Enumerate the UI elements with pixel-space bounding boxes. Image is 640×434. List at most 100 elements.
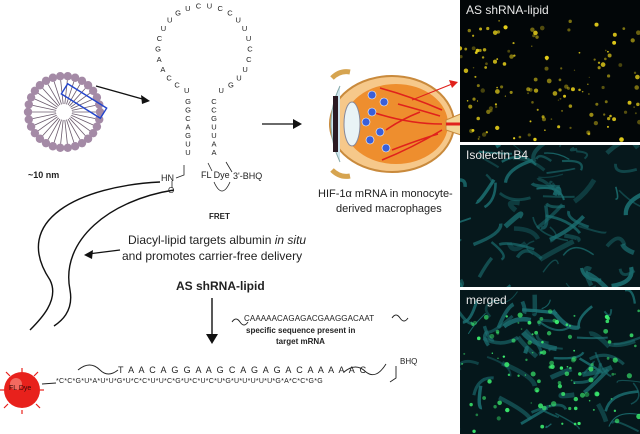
merged-spot	[497, 400, 502, 406]
merged-spot	[571, 356, 577, 362]
vessel-strand	[472, 376, 494, 396]
vessel-strand	[604, 390, 639, 412]
vessel-strand	[524, 328, 543, 356]
arrow-to-eye-head	[293, 119, 302, 129]
merged-spot	[626, 373, 632, 379]
lipid-head	[63, 143, 72, 153]
merged-spot	[517, 374, 520, 377]
vessel-strand	[531, 145, 546, 164]
merged-spot	[561, 422, 564, 425]
stem-left-base: A	[185, 123, 190, 132]
panel-merged: merged	[460, 290, 640, 434]
vessel-strand	[498, 395, 533, 421]
stem-left-base: G	[185, 97, 191, 106]
duplex-top-strand: T A A C A G G A A G C A G A G A C A A A …	[118, 365, 368, 375]
vessel-strand	[484, 299, 497, 318]
merged-spot	[472, 429, 476, 434]
hairpin-dye-label: FL Dye	[201, 170, 230, 180]
merged-spot	[539, 351, 543, 354]
merged-spot	[491, 352, 494, 354]
fluorescent-spot	[601, 85, 605, 90]
merged-spot	[547, 309, 553, 314]
merged-spot	[636, 413, 640, 420]
merged-spot	[614, 373, 616, 375]
duplex-bhq-label: BHQ	[400, 357, 418, 366]
hairpin-hn-label: HN	[161, 173, 174, 183]
fluorescent-spot	[471, 46, 476, 51]
fluorescent-spot	[593, 120, 598, 126]
lipid-head	[35, 81, 45, 90]
vessel-strand	[618, 189, 640, 207]
fluorescent-spot	[550, 118, 553, 120]
vessel-strand	[513, 226, 541, 241]
vessel-strand	[507, 199, 521, 213]
vessel-strand	[614, 163, 638, 173]
vessel-strand	[567, 210, 590, 229]
vessel-strand	[558, 145, 562, 148]
panel-title: AS shRNA-lipid	[466, 3, 549, 17]
vessel-strand	[467, 312, 486, 335]
lipid-tail	[67, 118, 81, 140]
vessel-strand	[536, 187, 565, 201]
stem-right-base: U	[211, 131, 216, 140]
fluorescent-spot	[563, 94, 567, 98]
loop-base: U	[219, 86, 224, 95]
loop-base: A	[157, 55, 162, 64]
fluorescent-spot	[559, 97, 562, 100]
panel-title: Isolectin B4	[466, 148, 529, 162]
fluorescent-spot	[539, 25, 545, 31]
lipid-head	[83, 134, 93, 143]
fluorescent-spot	[469, 128, 474, 134]
fluorescent-spot	[460, 55, 463, 59]
fluorescent-spot	[467, 28, 471, 33]
merged-spot	[482, 396, 487, 400]
fret-curve	[213, 181, 231, 192]
fluorescent-spot	[541, 117, 546, 122]
fluorescent-spot	[564, 84, 569, 89]
target-squiggle-right	[391, 314, 409, 322]
loop-base: U	[185, 4, 190, 13]
fluorescent-spot	[558, 88, 562, 92]
vessel-strand	[546, 167, 576, 175]
loop-base: C	[247, 44, 253, 53]
merged-spot	[530, 402, 533, 404]
lipid-head	[95, 107, 105, 117]
fluorescent-spot	[607, 53, 612, 58]
fluorescent-spot	[593, 58, 596, 61]
vessel-strand	[512, 145, 528, 158]
merged-spot	[496, 416, 501, 421]
fluorescent-spot	[588, 76, 590, 78]
lipid-tail	[69, 117, 86, 137]
merged-spot	[534, 330, 539, 335]
fluorescent-spot	[604, 57, 607, 61]
loop-base: C	[157, 34, 163, 43]
merged-spot	[472, 320, 477, 325]
fluorescent-spot	[533, 88, 539, 93]
merged-spot	[531, 333, 534, 336]
merged-spot	[550, 401, 557, 407]
vessel-strand	[569, 146, 578, 152]
vessel-strand	[475, 178, 496, 204]
vessel-strand	[490, 241, 505, 261]
merged-spot	[554, 319, 560, 325]
lipid-head	[41, 76, 51, 86]
fluorescent-spot	[463, 68, 469, 73]
vessel-strand	[490, 291, 518, 304]
merged-spot	[561, 391, 566, 396]
fluorescent-spot	[623, 110, 628, 114]
vessel-strand	[498, 242, 535, 251]
merged-spot	[471, 323, 475, 327]
fluorescent-spot	[488, 106, 493, 111]
merged-spot	[606, 356, 610, 360]
vessel-strand	[561, 159, 583, 171]
fluorescent-spot	[513, 54, 516, 57]
lipid-tail	[37, 116, 58, 132]
fluorescent-spot	[589, 112, 594, 117]
lipid-head	[92, 93, 102, 102]
fluorescent-spot	[528, 88, 533, 92]
vessel-strand	[502, 316, 532, 329]
target-sequence: CAAAAACAGAGACGAAGGACAAT	[244, 314, 375, 323]
loop-base: G	[175, 9, 181, 18]
merged-spot	[578, 372, 582, 376]
loop-base: G	[155, 44, 161, 53]
